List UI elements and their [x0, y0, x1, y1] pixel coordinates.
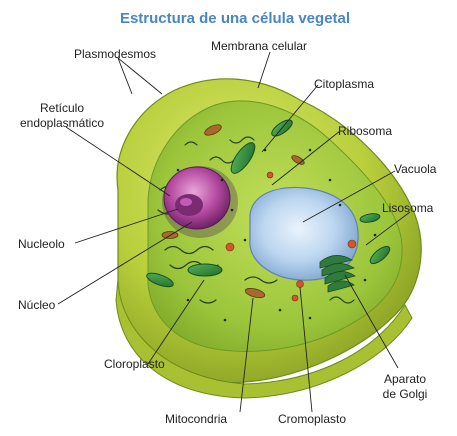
chloroplasts — [146, 119, 391, 288]
label-membrana-celular: Membrana celular — [211, 39, 307, 53]
label-cromoplasto: Cromoplasto — [278, 412, 346, 426]
label-ribosoma: Ribosoma — [338, 124, 392, 138]
label-reticulo-2: endoplasmático — [20, 116, 104, 130]
label-nucleo: Núcleo — [18, 298, 56, 312]
ribosomes — [176, 148, 377, 322]
label-mitocondria: Mitocondria — [165, 412, 227, 426]
golgi-apparatus — [319, 255, 356, 293]
nucleus — [162, 166, 238, 238]
label-nucleolo: Nucleolo — [18, 237, 65, 251]
label-golgi-1: Aparato — [384, 372, 426, 386]
label-golgi-2: de Golgi — [383, 387, 428, 401]
label-plasmodesmos: Plasmodesmos — [74, 47, 156, 61]
diagram-title: Estructura de una célula vegetal — [120, 10, 350, 27]
label-cloroplasto: Cloroplasto — [104, 357, 165, 371]
label-lisosoma: Lisosoma — [382, 201, 434, 215]
chromoplasts — [225, 171, 357, 302]
label-reticulo-1: Retículo — [40, 101, 84, 115]
label-vacuola: Vacuola — [394, 162, 437, 176]
leader-lines — [57, 51, 411, 413]
label-citoplasma: Citoplasma — [314, 77, 374, 91]
